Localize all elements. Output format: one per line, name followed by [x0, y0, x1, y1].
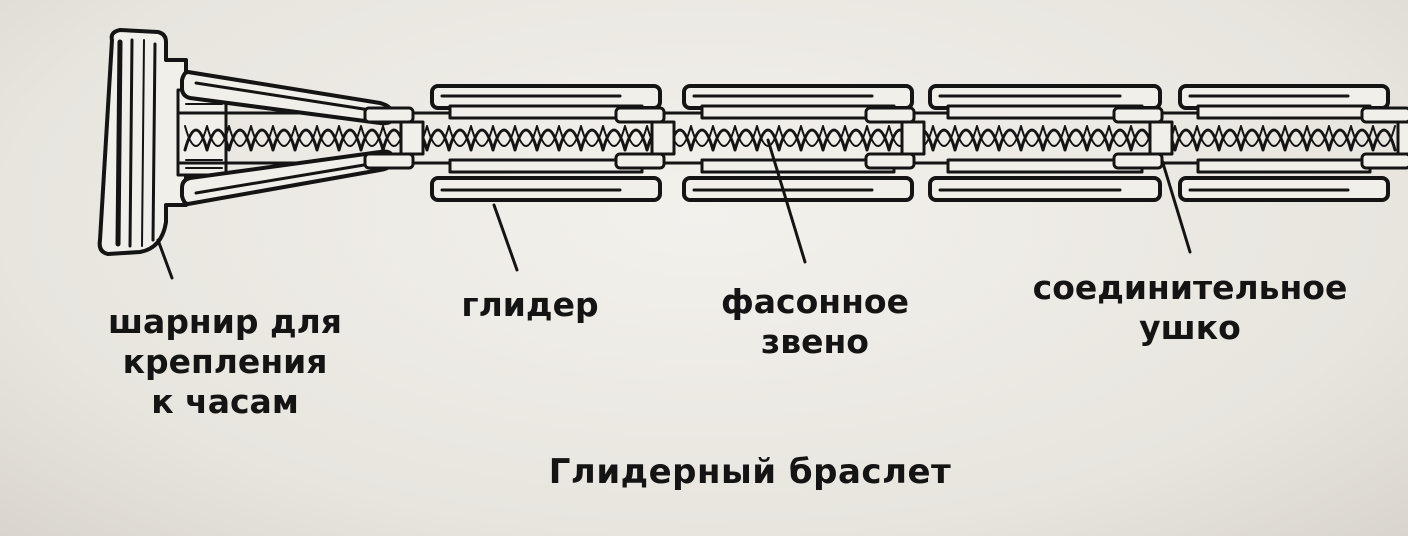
- glider-top-base-1: [448, 104, 644, 120]
- lug-bottom-2: [614, 152, 666, 170]
- lug-top-5: [1360, 106, 1408, 124]
- figure-caption: Глидерный браслет: [548, 452, 952, 492]
- lug-eye-4: [1148, 120, 1174, 156]
- label-connecting-eye: соединительное ушко: [1030, 268, 1350, 348]
- leader-shaped-link: [766, 138, 807, 264]
- lug-eye-3: [900, 120, 926, 156]
- label-hinge: шарнир для крепления к часам: [95, 302, 355, 422]
- lug-eye-5: [1396, 120, 1408, 156]
- lug-bottom-5: [1360, 152, 1408, 170]
- leader-lines: [492, 138, 1192, 272]
- label-hinge-line-2: крепления: [122, 342, 328, 381]
- label-hinge-line-3: к часам: [151, 382, 299, 421]
- lug-bottom-4: [1112, 152, 1164, 170]
- connecting-lugs-group: [363, 106, 1408, 170]
- label-shaped-link: фасонное звено: [700, 282, 930, 362]
- label-hinge-line-1: шарнир для: [108, 302, 342, 341]
- label-shaped-link-line-2: звено: [761, 322, 869, 361]
- lug-top-4: [1112, 106, 1164, 124]
- lug-top-2: [614, 106, 666, 124]
- lug-top-1: [363, 106, 415, 124]
- lug-eye-2: [650, 120, 676, 156]
- leader-glider: [492, 203, 519, 272]
- lug-top-3: [864, 106, 916, 124]
- lug-eye-1: [399, 120, 425, 156]
- gliders-group: [430, 84, 1390, 202]
- first-glider: [180, 70, 394, 206]
- lug-bottom-3: [864, 152, 916, 170]
- lug-bottom-1: [363, 152, 415, 170]
- label-glider: глидер: [440, 285, 620, 325]
- glider-bottom-base-4: [1196, 158, 1372, 174]
- watch-hinge: [97, 28, 228, 280]
- label-shaped-link-line-1: фасонное: [721, 282, 909, 321]
- glider-top-base-4: [1196, 104, 1372, 120]
- leader-connecting-eye: [1160, 158, 1192, 254]
- label-connecting-eye-line-1: соединительное: [1032, 268, 1348, 307]
- label-glider-line-1: глидер: [461, 285, 599, 324]
- label-connecting-eye-line-2: ушко: [1139, 308, 1241, 347]
- glider-bottom-base-1: [448, 158, 644, 174]
